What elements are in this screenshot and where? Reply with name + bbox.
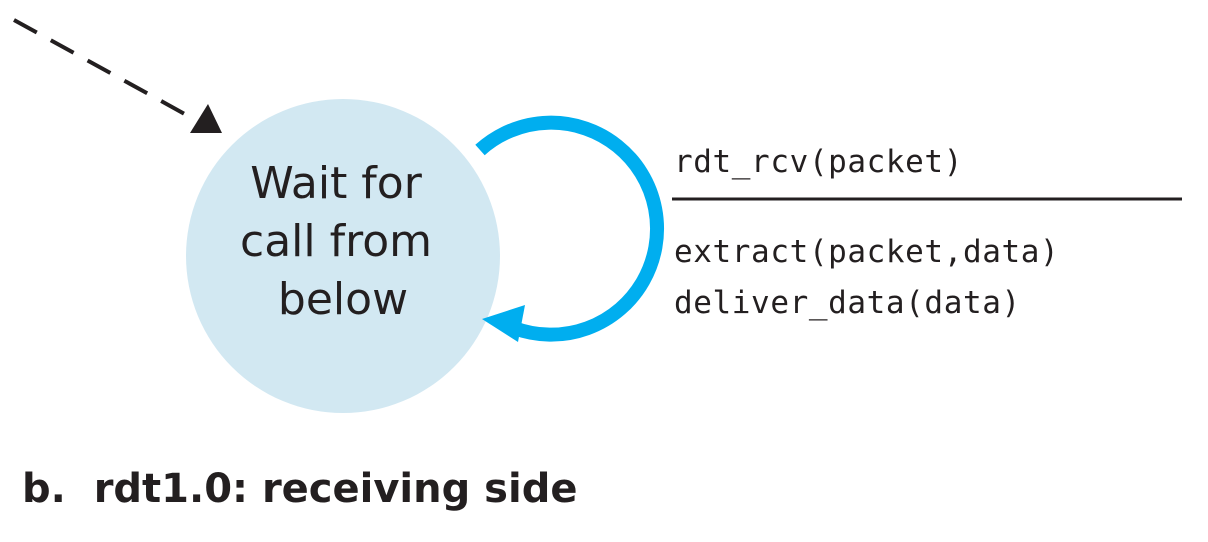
state-label-line-1: Wait for bbox=[250, 158, 423, 209]
state-circle bbox=[186, 99, 500, 413]
self-loop-transition bbox=[475, 115, 665, 342]
initial-arrowhead bbox=[190, 104, 222, 133]
self-loop-arc bbox=[475, 115, 665, 342]
initial-state-arrow bbox=[13, 18, 222, 133]
self-loop-arrowhead bbox=[482, 305, 525, 342]
transition-action-2: deliver_data(data) bbox=[674, 285, 1021, 321]
caption-text: rdt1.0: receiving side bbox=[93, 466, 578, 512]
transition-action-1: extract(packet,data) bbox=[674, 234, 1059, 270]
transition-event: rdt_rcv(packet) bbox=[674, 144, 963, 180]
figure-caption: b. rdt1.0: receiving side bbox=[22, 466, 577, 512]
state-label-line-2: call from bbox=[240, 216, 432, 267]
state-label-line-3: below bbox=[278, 274, 408, 325]
transition-label: rdt_rcv(packet) extract(packet,data) del… bbox=[672, 144, 1182, 321]
caption-prefix: b. bbox=[22, 466, 66, 512]
state-label: Wait for call from below bbox=[240, 158, 446, 325]
